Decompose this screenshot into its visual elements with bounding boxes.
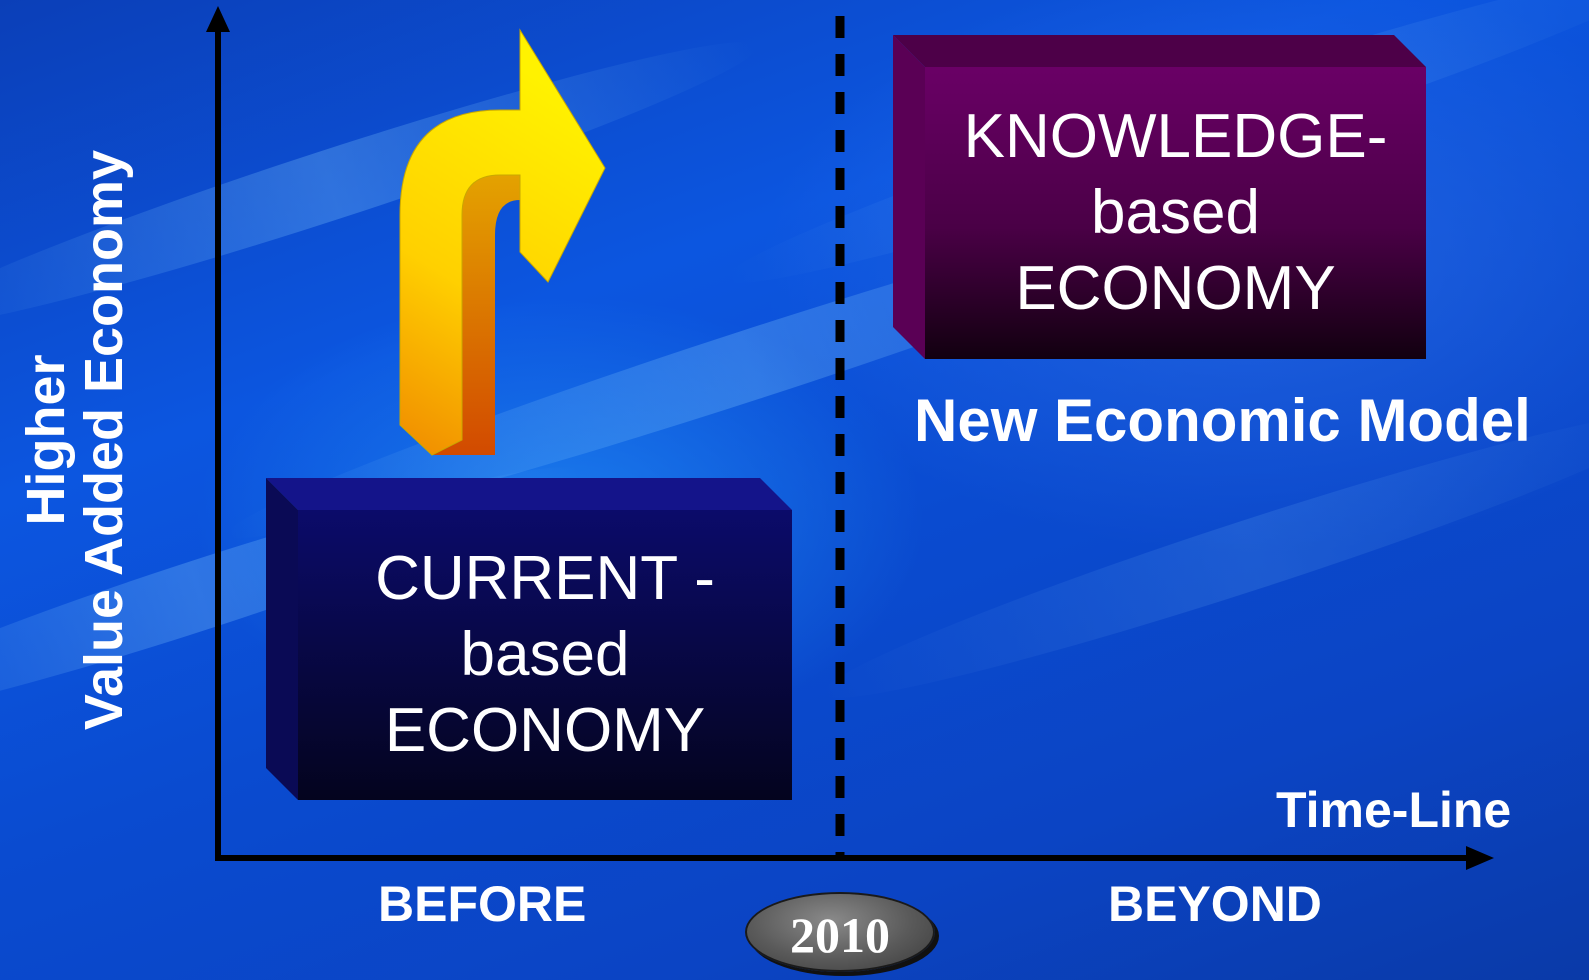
upturn-arrow-icon — [399, 28, 606, 456]
y-axis-arrowhead — [206, 6, 230, 32]
year-text: 2010 — [790, 907, 890, 963]
y-axis — [206, 6, 230, 858]
knowledge-box-line1: KNOWLEDGE- — [963, 102, 1388, 171]
beyond-label: BEYOND — [1108, 876, 1322, 932]
before-label: BEFORE — [378, 876, 587, 932]
x-axis — [215, 846, 1494, 870]
current-box-line2: based — [460, 620, 630, 689]
new-economic-model-caption: New Economic Model — [914, 387, 1531, 454]
current-economy-box: CURRENT - based ECONOMY — [266, 478, 792, 800]
current-box-line1: CURRENT - — [375, 544, 715, 613]
current-box-line3: ECONOMY — [384, 696, 706, 765]
year-badge: 2010 — [745, 892, 935, 972]
knowledge-economy-box: KNOWLEDGE- based ECONOMY — [893, 35, 1426, 359]
x-axis-arrowhead — [1466, 846, 1494, 870]
y-axis-label-line2: Value Added Economy — [74, 149, 134, 731]
year-badge-ellipse — [745, 892, 935, 972]
knowledge-box-line3: ECONOMY — [1015, 254, 1336, 323]
knowledge-box-line2: based — [1091, 178, 1260, 247]
y-axis-label-line1: Higher — [16, 354, 76, 526]
x-axis-label: Time-Line — [1276, 782, 1512, 838]
